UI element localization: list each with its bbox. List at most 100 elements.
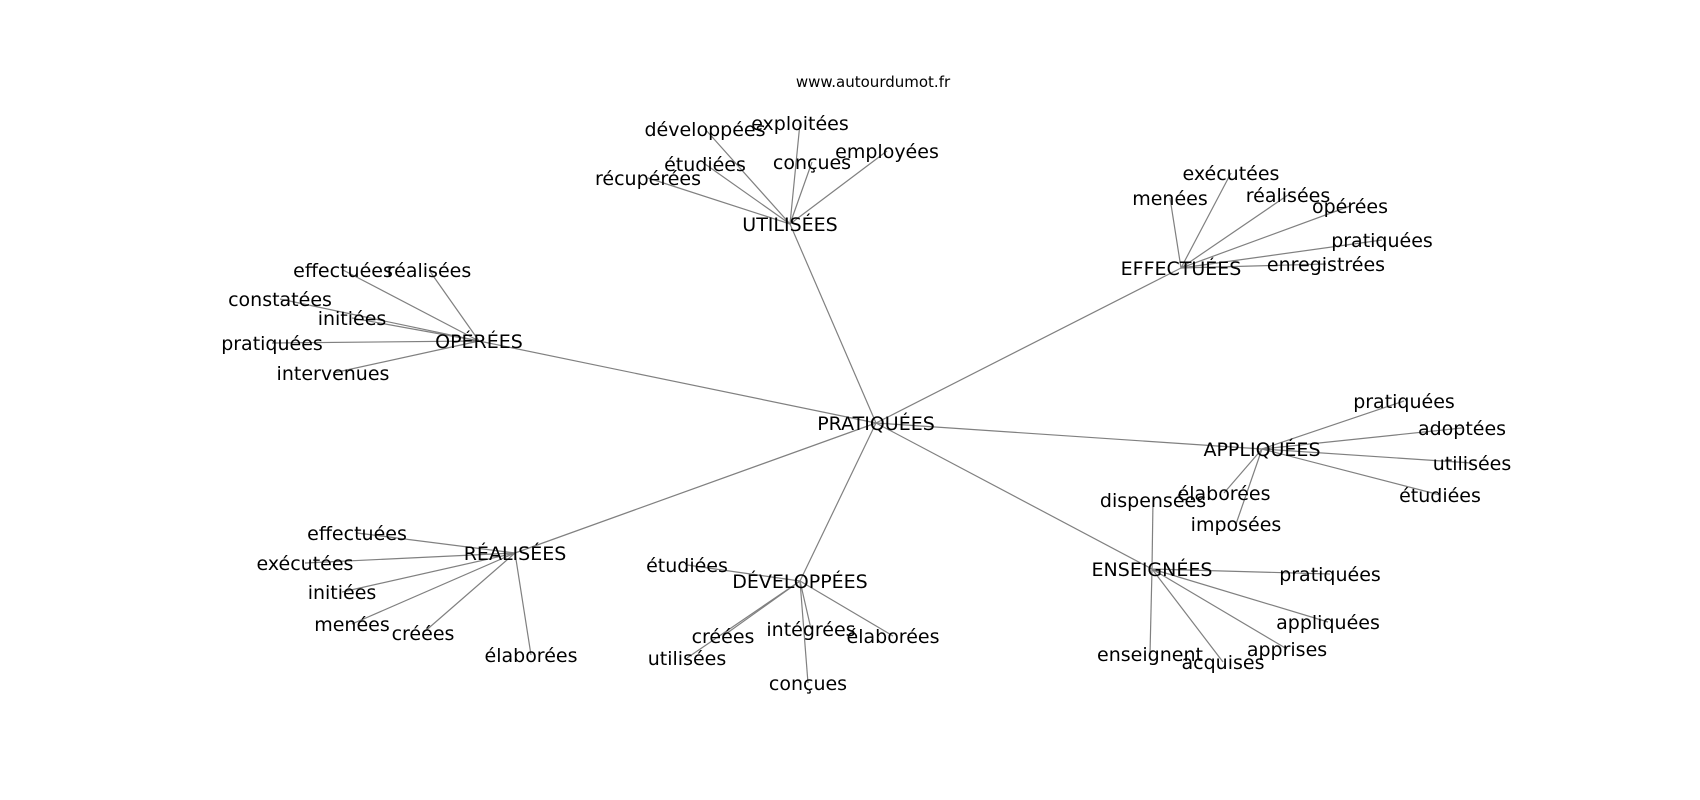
leaf-node-label: réalisées — [1246, 185, 1330, 207]
leaf-node-label: conçues — [773, 152, 851, 174]
edge-enseignees-0 — [1151, 499, 1154, 570]
edge-effectuees-3 — [1180, 205, 1351, 269]
leaf-node-label: pratiquées — [1279, 564, 1381, 586]
watermark-text: www.autourdumot.fr — [796, 73, 951, 91]
leaf-node-label: dispensées — [1100, 490, 1206, 512]
edge-enseignees-1 — [1151, 568, 1331, 575]
leaf-node-label: constatées — [228, 289, 332, 311]
hub-node-label-effectuees: EFFECTUÉES — [1121, 257, 1242, 280]
leaf-node-label: initiées — [308, 582, 377, 604]
leaf-node-label: pratiquées — [1353, 391, 1455, 413]
edge-center-appliquees — [875, 422, 1263, 450]
edge-utilisees-5 — [647, 177, 791, 225]
edge-developpees-3 — [799, 580, 894, 637]
hub-node-label-enseignees: ENSEIGNÉES — [1092, 558, 1213, 581]
edge-effectuees-4 — [1180, 239, 1383, 269]
leaf-node-label: élaborées — [847, 626, 940, 648]
edge-layer — [271, 122, 1473, 684]
edge-appliquees-1 — [1261, 427, 1463, 450]
leaf-node-label: élaborées — [485, 645, 578, 667]
edge-appliquees-2 — [1261, 448, 1473, 464]
edge-appliquees-3 — [1223, 448, 1263, 494]
edge-appliquees-5 — [1235, 448, 1263, 525]
leaf-node-label: récupérées — [595, 168, 701, 190]
edge-effectuees-0 — [1180, 172, 1232, 269]
leaf-node-label: étudiées — [1399, 485, 1481, 507]
edge-enseignees-4 — [1149, 568, 1153, 655]
leaf-node-label: menées — [314, 614, 390, 636]
edge-utilisees-3 — [789, 161, 813, 225]
leaf-node-label: développées — [645, 119, 766, 141]
leaf-node-label: pratiquées — [1331, 230, 1433, 252]
leaf-node-label: exécutées — [257, 553, 354, 575]
edge-center-realisees — [514, 422, 877, 554]
edge-developpees-4 — [686, 580, 801, 659]
edge-utilisees-1 — [789, 122, 801, 225]
leaf-node-label: exécutées — [1183, 163, 1280, 185]
edge-realisees-1 — [304, 552, 516, 564]
leaf-node-label: initiées — [318, 308, 387, 330]
edge-enseignees-2 — [1151, 568, 1329, 623]
leaf-node-label: créées — [692, 626, 755, 648]
leaf-node-label: adoptées — [1418, 418, 1506, 440]
leaf-node-label: opérées — [1312, 196, 1388, 218]
leaf-node-label: intervenues — [277, 363, 390, 385]
edge-operees-4 — [271, 340, 480, 344]
edge-realisees-5 — [514, 552, 532, 656]
leaf-node-label: conçues — [769, 673, 847, 695]
leaf-node-label: enregistrées — [1267, 254, 1385, 276]
leaf-node-label: apprises — [1247, 639, 1327, 661]
edge-realisees-3 — [351, 552, 516, 625]
leaf-node-label: appliquées — [1276, 612, 1380, 634]
leaf-node-label: effectuées — [293, 260, 393, 282]
edge-enseignees-3 — [1151, 568, 1288, 650]
edge-operees-3 — [351, 317, 480, 342]
edge-enseignees-5 — [1151, 568, 1224, 663]
leaf-node-label: effectuées — [307, 523, 407, 545]
edge-operees-0 — [342, 269, 480, 342]
leaf-node-label: exploitées — [751, 113, 849, 135]
leaf-node-label: créées — [392, 623, 455, 645]
hub-node-label-operees: OPÉRÉES — [435, 330, 523, 353]
edge-utilisees-0 — [704, 128, 791, 225]
leaf-node-label: étudiées — [664, 154, 746, 176]
leaf-node-label: étudiées — [646, 555, 728, 577]
edge-center-utilisees — [789, 223, 877, 424]
edge-center-developpees — [799, 422, 877, 582]
leaf-node-label: élaborées — [1178, 483, 1271, 505]
edge-developpees-2 — [799, 580, 812, 630]
edge-operees-5 — [332, 340, 480, 374]
edge-effectuees-2 — [1180, 194, 1289, 269]
hub-node-label-appliquees: APPLIQUÉES — [1203, 438, 1320, 461]
edge-realisees-4 — [422, 552, 516, 634]
center-node-label: PRATIQUÉES — [817, 412, 935, 435]
leaf-node-label: acquises — [1182, 652, 1265, 674]
leaf-node-label: employées — [835, 141, 939, 163]
leaf-node-label: réalisées — [387, 260, 471, 282]
edge-developpees-5 — [799, 580, 809, 684]
edge-appliquees-0 — [1261, 400, 1405, 450]
leaf-node-label: menées — [1132, 188, 1208, 210]
edge-effectuees-1 — [1169, 197, 1182, 269]
edge-operees-1 — [428, 269, 480, 342]
edge-center-operees — [478, 340, 877, 424]
label-layer: www.autourdumot.fr PRATIQUÉES développées… — [221, 73, 1511, 695]
edge-realisees-0 — [356, 532, 516, 554]
leaf-node-label: utilisées — [648, 648, 727, 670]
edge-utilisees-4 — [789, 150, 888, 225]
leaf-node-label: enseignent — [1097, 644, 1203, 666]
leaf-node-label: pratiquées — [221, 333, 323, 355]
leaf-node-label: imposées — [1191, 514, 1282, 536]
edge-operees-2 — [279, 298, 480, 342]
edge-appliquees-4 — [1261, 448, 1441, 496]
hub-node-label-realisees: RÉALISÉES — [464, 542, 567, 565]
edge-center-enseignees — [875, 422, 1153, 570]
hub-node-label-utilisees: UTILISÉES — [742, 213, 837, 236]
hub-node-label-developpees: DÉVELOPPÉES — [732, 570, 868, 593]
edge-center-effectuees — [875, 267, 1182, 424]
edge-utilisees-2 — [704, 163, 791, 225]
edge-developpees-0 — [686, 564, 801, 582]
leaf-node-label: intégrées — [766, 619, 855, 641]
edge-realisees-2 — [341, 552, 516, 593]
